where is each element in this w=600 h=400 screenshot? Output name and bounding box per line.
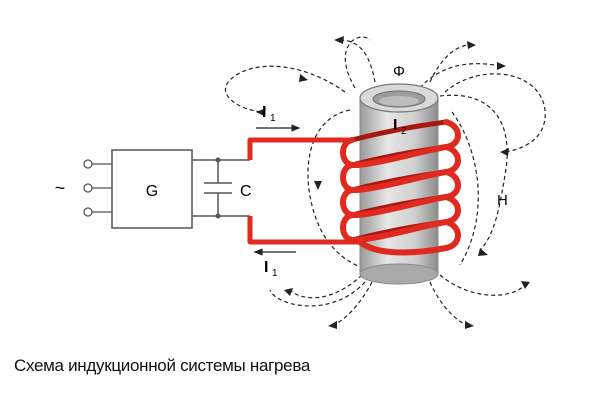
arrow-icon [314,181,322,190]
arrow-icon [284,288,293,296]
arrow-icon [299,74,308,82]
capacitor-icon [204,160,232,216]
field-line [339,39,376,83]
arrow-icon [334,36,344,44]
induction-coil [340,119,461,256]
generator-wires [192,157,250,219]
terminal-icon [83,207,93,217]
capacitor-label: C [240,183,252,200]
field-line [344,36,371,89]
inductor-current-letter: I [262,104,266,121]
field-line [429,44,471,83]
inductor-current-letter: I [264,259,268,276]
workpiece-current-index: 2 [401,126,407,137]
ac-source-symbol: ~ [55,178,66,198]
arrow-icon [328,321,337,329]
arrow-icon [497,62,506,70]
field-line [331,281,373,327]
field-line [289,274,363,299]
terminal-icon [83,159,93,169]
field-line [224,65,346,113]
field-line [307,109,359,267]
current-label-bottom: I 1 [264,259,278,279]
ac-input: ~ [55,159,112,217]
generator-block: G [111,149,193,229]
field-label: H [497,192,508,209]
inductor-current-index: 1 [270,113,276,124]
arrow-icon [465,321,474,329]
workpiece-current-letter: I [393,117,397,134]
generator-label: G [146,183,158,200]
terminal-icon [83,183,93,193]
field-line [451,111,479,266]
workpiece-current-label: I 2 [393,117,407,137]
arrow-icon [500,148,509,156]
field-line [439,94,508,251]
field-line [444,73,546,153]
flux-label: Φ [393,63,405,80]
arrow-icon [467,41,476,49]
field-line [419,63,501,89]
field-line [439,274,526,296]
arrow-icon [478,248,488,256]
inductor-current-index: 1 [272,268,278,279]
current-label-top: I 1 [262,104,276,124]
field-arrows [256,36,530,329]
arrow-icon [521,281,530,289]
arrow-icon [256,108,266,116]
field-line [429,281,469,327]
diagram-caption: Схема индукционной системы нагрева [14,356,311,375]
magnetic-field-lines [224,36,546,327]
field-line [269,281,366,307]
